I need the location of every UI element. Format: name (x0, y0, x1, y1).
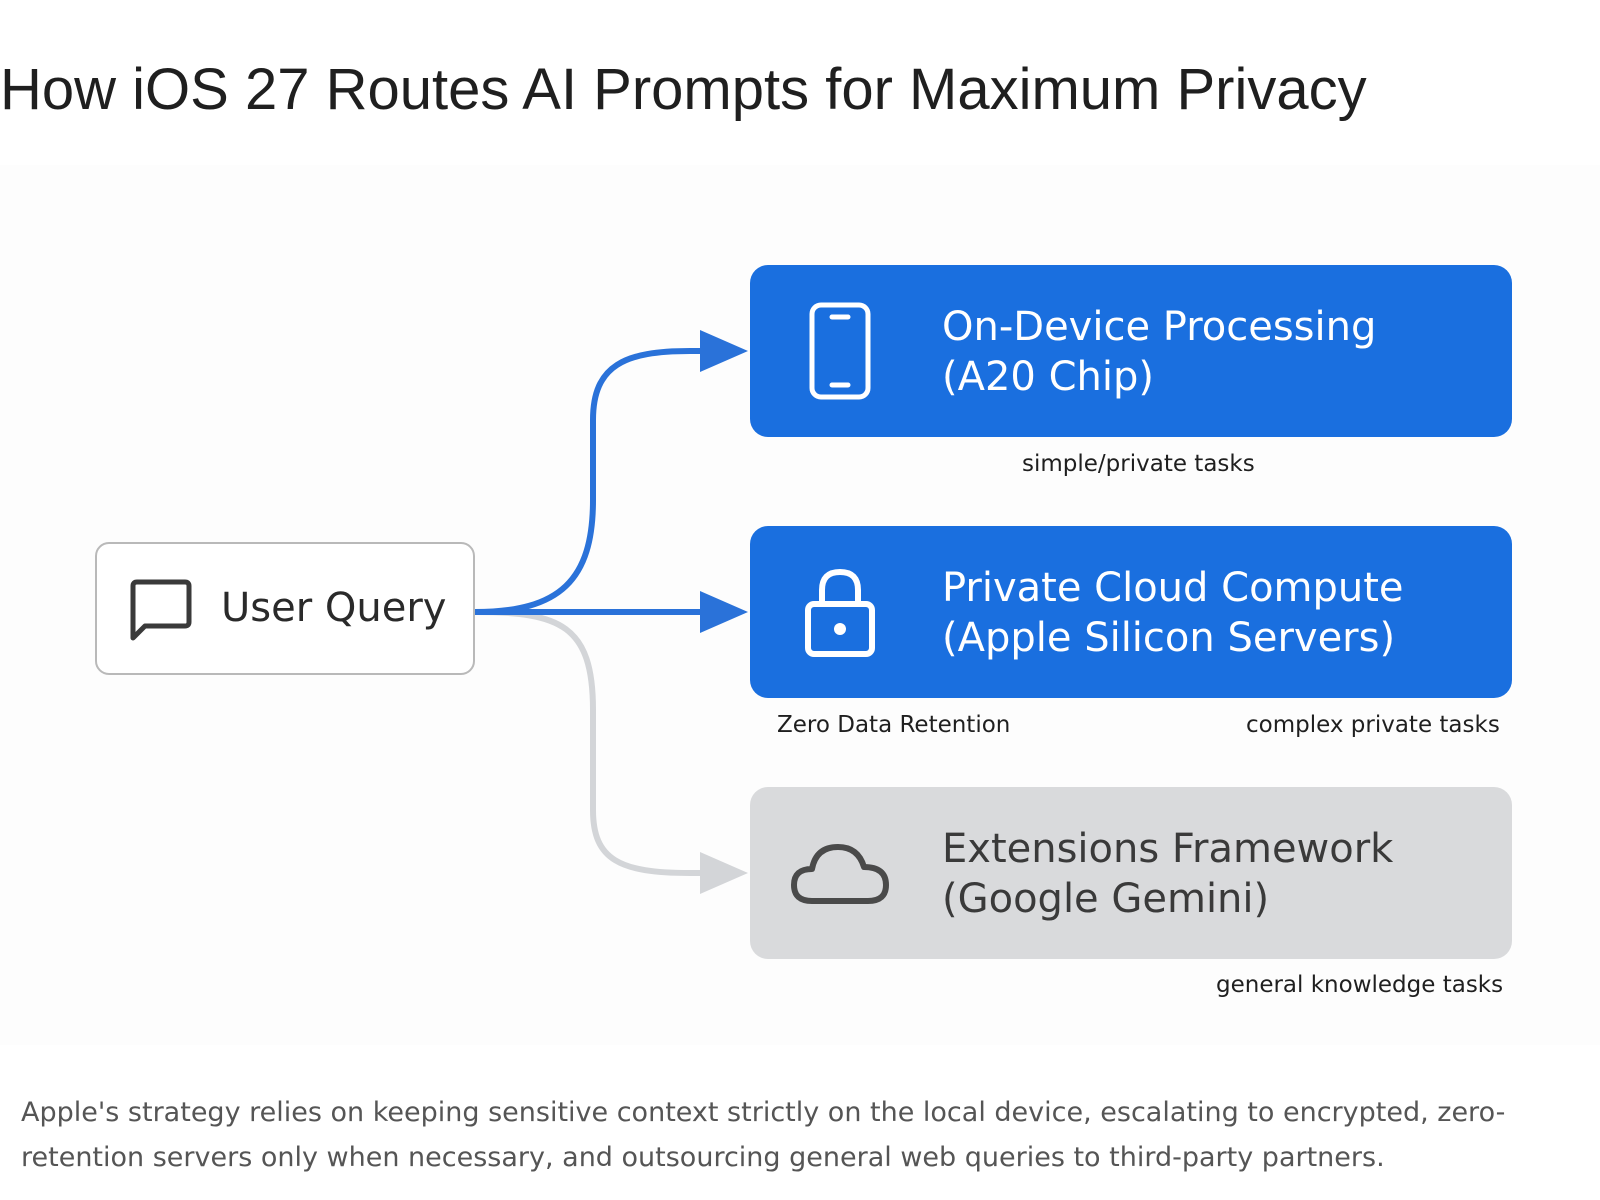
caption-on-device: simple/private tasks (1022, 451, 1255, 477)
route-extensions: Extensions Framework (Google Gemini) (750, 787, 1512, 959)
arrowhead-on-device (700, 330, 748, 372)
route-title-line1: Private Cloud Compute (942, 565, 1404, 611)
route-title-line2: (A20 Chip) (942, 354, 1154, 400)
cloud-icon (791, 844, 889, 904)
lock-icon (805, 568, 875, 657)
chat-bubble-icon (130, 579, 192, 641)
route-title-private-cloud: Private Cloud Compute (Apple Silicon Ser… (942, 563, 1404, 663)
connector-extensions (474, 609, 700, 876)
route-title-line1: On-Device Processing (942, 304, 1377, 350)
user-query-box: User Query (95, 542, 475, 675)
caption-zero-retention: Zero Data Retention (777, 712, 1011, 738)
connector-on-device (474, 348, 700, 615)
route-title-line2: (Google Gemini) (942, 876, 1270, 922)
arrowhead-extensions (700, 852, 748, 894)
arrowhead-private-cloud (700, 591, 748, 633)
smartphone-icon (809, 302, 871, 400)
page-title: How iOS 27 Routes AI Prompts for Maximum… (0, 57, 1367, 122)
caption-extensions: general knowledge tasks (1216, 972, 1504, 998)
caption-private-cloud: complex private tasks (1246, 712, 1500, 738)
route-title-line2: (Apple Silicon Servers) (942, 615, 1396, 661)
route-on-device: On-Device Processing (A20 Chip) (750, 265, 1512, 437)
user-query-label: User Query (221, 585, 447, 631)
route-title-line1: Extensions Framework (942, 826, 1394, 872)
route-title-on-device: On-Device Processing (A20 Chip) (942, 302, 1376, 402)
route-title-extensions: Extensions Framework (Google Gemini) (942, 824, 1393, 924)
footer-description: Apple's strategy relies on keeping sensi… (21, 1097, 1506, 1173)
route-private-cloud: Private Cloud Compute (Apple Silicon Ser… (750, 526, 1512, 698)
